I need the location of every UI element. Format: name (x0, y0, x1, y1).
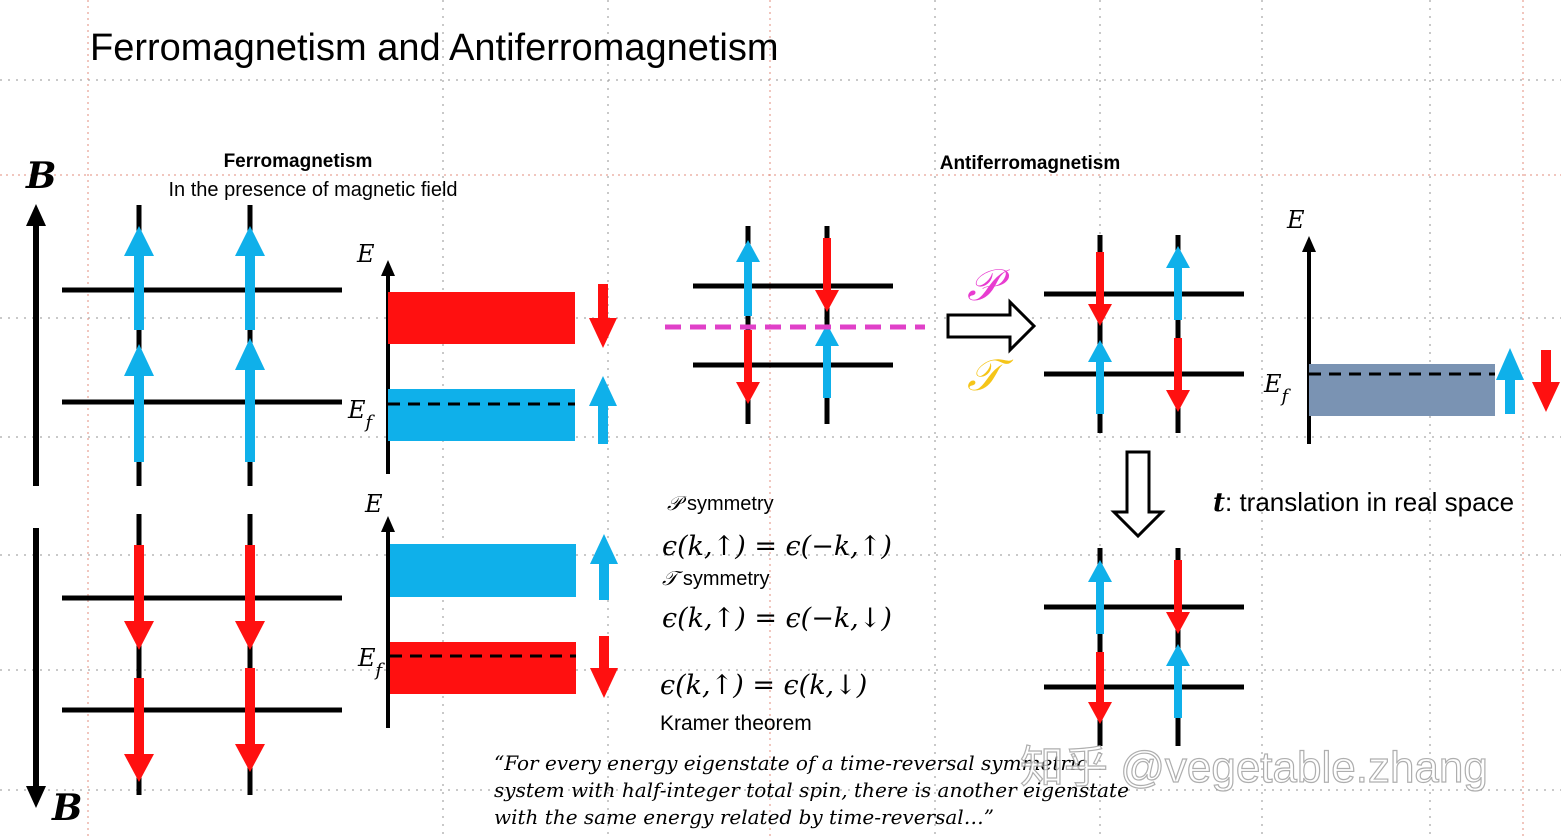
spin-down-arrow (235, 668, 265, 772)
spin-up-arrow (815, 324, 839, 398)
afm-spins-3 (1088, 560, 1190, 724)
spin-down-arrow (589, 284, 617, 348)
hollow-arrow-down (1110, 450, 1166, 539)
spin-up-arrow (124, 344, 154, 462)
spin-down-arrow (1088, 252, 1112, 326)
translation-symbol: t (1213, 488, 1225, 518)
afm-heading: Antiferromagnetism (940, 153, 1121, 174)
spin-down-arrow (235, 545, 265, 650)
axis-ef-label: Ef (347, 396, 376, 433)
spin-down-arrow (815, 238, 839, 312)
axis-e-label: E (364, 490, 383, 518)
spin-up-arrow (235, 338, 265, 462)
translation-text: : translation in real space (1225, 487, 1514, 517)
spin-up-arrow (736, 240, 760, 316)
afm-spins-2 (1088, 246, 1190, 414)
field-label-bottom: B (51, 787, 82, 829)
p-symbol: 𝒫 (967, 260, 1010, 311)
band-spin-down (390, 642, 576, 694)
ferro-lattice-up (62, 205, 342, 486)
spin-up-arrow (235, 226, 265, 330)
watermark: 知乎 @vegetable.zhang (1020, 743, 1488, 792)
spin-up-arrow (1088, 340, 1112, 414)
spin-down-arrow (124, 545, 154, 650)
afm-lattice-2 (1044, 235, 1244, 433)
ferro-lattice-down (62, 514, 342, 795)
afm-lattice-3 (1044, 548, 1244, 746)
axis-e-label: E (356, 240, 375, 268)
p-symmetry-label: 𝒫 symmetry (667, 491, 774, 515)
afm-band-diagram (1302, 236, 1560, 444)
spin-down-arrow (1166, 560, 1190, 634)
spin-up-arrow (590, 534, 618, 600)
hollow-arrow-right (946, 298, 1037, 354)
field-arrow-up (26, 204, 46, 486)
field-label-top: B (25, 155, 56, 197)
ferro-band-diagram-down (381, 516, 618, 728)
band-spin-up (388, 389, 575, 441)
spin-up-arrow (124, 226, 154, 330)
t-symmetry-label: 𝒯 symmetry (662, 566, 770, 590)
axis-ef-label: Ef (357, 644, 386, 681)
ferro-band-diagram-up (381, 260, 617, 474)
spin-down-arrow (124, 678, 154, 782)
degenerate-band (1309, 364, 1495, 416)
ferro-subheading: In the presence of magnetic field (168, 179, 457, 201)
field-arrow-down (26, 528, 46, 808)
afm-spins-1 (736, 238, 839, 404)
ferro-spins-down (124, 545, 265, 782)
t-symbol: 𝒯 (967, 350, 1014, 401)
page-title: Ferromagnetism and Antiferromagnetism (90, 27, 779, 69)
kramer-equation: ϵ(k,↑) = ϵ(k,↓) (660, 670, 867, 701)
spin-up-arrow (1496, 348, 1524, 414)
band-spin-up (390, 544, 576, 597)
quote-line-2: system with half-integer total spin, the… (494, 778, 1129, 802)
spin-up-arrow (589, 376, 617, 444)
kramer-quote: “For every energy eigenstate of a time-r… (494, 751, 1129, 829)
spin-up-arrow (1166, 246, 1190, 320)
spin-down-arrow (1166, 338, 1190, 412)
p-symmetry-equation: ϵ(k,↑) = ϵ(−k,↑) (662, 531, 892, 562)
axis-e-label: E (1286, 206, 1305, 234)
quote-line-3: with the same energy related by time-rev… (494, 805, 994, 829)
t-symmetry-equation: ϵ(k,↑) = ϵ(−k,↓) (662, 603, 892, 634)
spin-down-arrow (736, 330, 760, 404)
kramer-label: Kramer theorem (660, 712, 812, 735)
ferro-heading: Ferromagnetism (224, 151, 373, 172)
axis-ef-label: Ef (1263, 370, 1292, 407)
ferro-spins-up (124, 226, 265, 462)
spin-down-arrow (590, 636, 618, 698)
spin-up-arrow (1166, 644, 1190, 718)
spin-down-arrow (1088, 652, 1112, 724)
band-spin-down (388, 292, 575, 344)
quote-line-1: “For every energy eigenstate of a time-r… (494, 751, 1088, 775)
translation-label: t: translation in real space (1213, 487, 1514, 518)
spin-down-arrow (1532, 350, 1560, 412)
spin-up-arrow (1088, 560, 1112, 634)
